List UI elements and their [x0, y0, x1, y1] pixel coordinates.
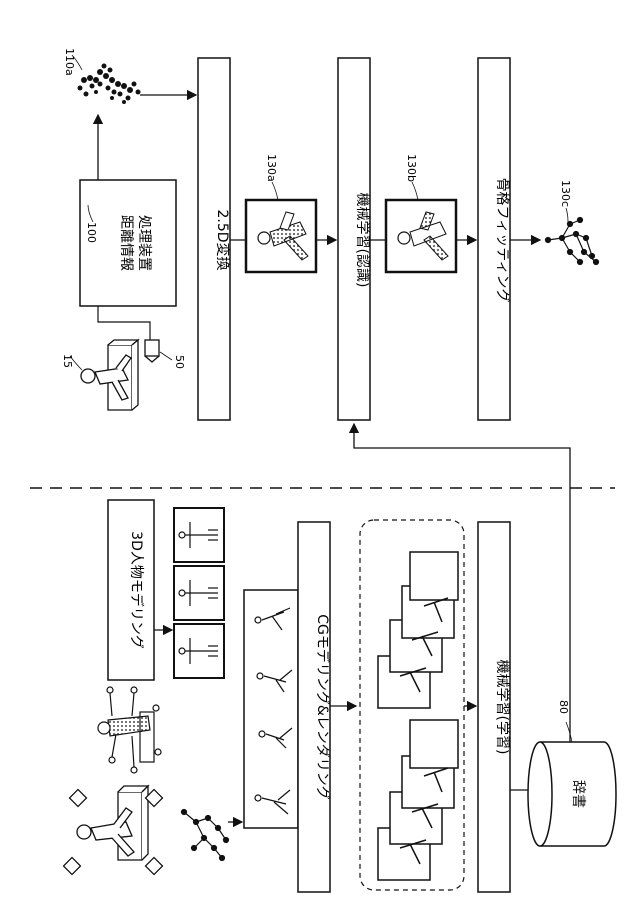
motion-poses-box	[244, 590, 298, 828]
ml-learning-label: 機械学習(学習)	[494, 660, 510, 755]
conv25d-box: 2.5D変換	[198, 58, 231, 420]
cg-rendering-box: CGモデリング&レンダリング	[298, 522, 331, 892]
marker-capture-scene	[98, 687, 161, 773]
ml-learning-box: 機械学習(学習)	[478, 522, 510, 892]
skeleton-fitting-label: 骨格フィッティング	[494, 178, 510, 303]
ref-130b: 130b	[405, 154, 418, 182]
ref-50: 50	[173, 355, 186, 369]
skeleton-130c	[546, 218, 599, 265]
device-box: 距離情報 処理装置	[80, 180, 176, 306]
point-cloud-110a	[78, 64, 141, 105]
stick-skeleton	[182, 810, 229, 861]
modeling-3d-box: 3D人物モデリング	[108, 500, 154, 680]
ref-15: 15	[61, 354, 74, 368]
person-table-15	[81, 340, 138, 410]
ml-recognition-box: 機械学習(認識)	[338, 58, 370, 420]
ref-100: 100	[85, 222, 98, 243]
link-device-sensor	[98, 306, 150, 340]
dictionary-label: 辞書	[570, 780, 586, 808]
motion-capture-scene	[64, 786, 163, 874]
image-130b	[386, 200, 456, 272]
modeling-3d-label: 3D人物モデリング	[128, 531, 145, 649]
human-models	[174, 508, 224, 678]
cg-rendering-label: CGモデリング&レンダリング	[314, 614, 331, 800]
ml-recognition-label: 機械学習(認識)	[354, 193, 370, 288]
image-130a	[246, 200, 316, 272]
skeleton-fitting-box: 骨格フィッティング	[478, 58, 510, 420]
device-label-line1: 距離情報	[118, 215, 135, 271]
ref-80: 80	[557, 700, 570, 714]
ref-130a: 130a	[265, 154, 278, 182]
rendered-images-group	[360, 520, 464, 890]
conv25d-label: 2.5D変換	[214, 209, 231, 270]
dictionary-db: 辞書	[528, 742, 616, 846]
device-label-line2: 処理装置	[136, 215, 152, 271]
ref-110a: 110a	[63, 48, 76, 76]
ref-130c: 130c	[559, 180, 572, 207]
sensor-50	[145, 340, 159, 362]
